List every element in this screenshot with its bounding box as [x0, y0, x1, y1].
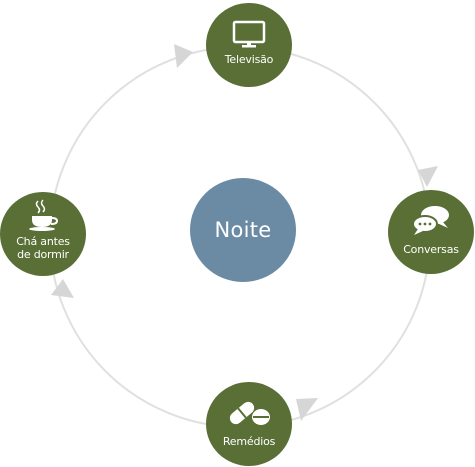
node-label-conversas: Conversas	[403, 243, 459, 256]
pills-icon	[206, 395, 292, 429]
center-label: Noite	[214, 218, 272, 242]
node-remedios: Remédios	[206, 382, 292, 466]
chat-bubbles-icon	[388, 204, 474, 236]
arrow-top-left	[174, 44, 193, 68]
node-label-cha: Chá antes de dormir	[16, 235, 70, 261]
tea-cup-icon	[0, 199, 86, 233]
node-cha: Chá antes de dormir	[0, 192, 86, 276]
node-label-remedios: Remédios	[222, 435, 276, 448]
node-label-televisao: Televisão	[224, 53, 274, 66]
center-node: Noite	[190, 178, 296, 282]
arrow-bottom-right	[296, 398, 318, 421]
node-televisao: Televisão	[206, 3, 292, 87]
arrow-left	[51, 279, 74, 298]
arrow-right	[418, 166, 438, 187]
node-conversas: Conversas	[388, 190, 474, 274]
television-icon	[206, 20, 292, 48]
